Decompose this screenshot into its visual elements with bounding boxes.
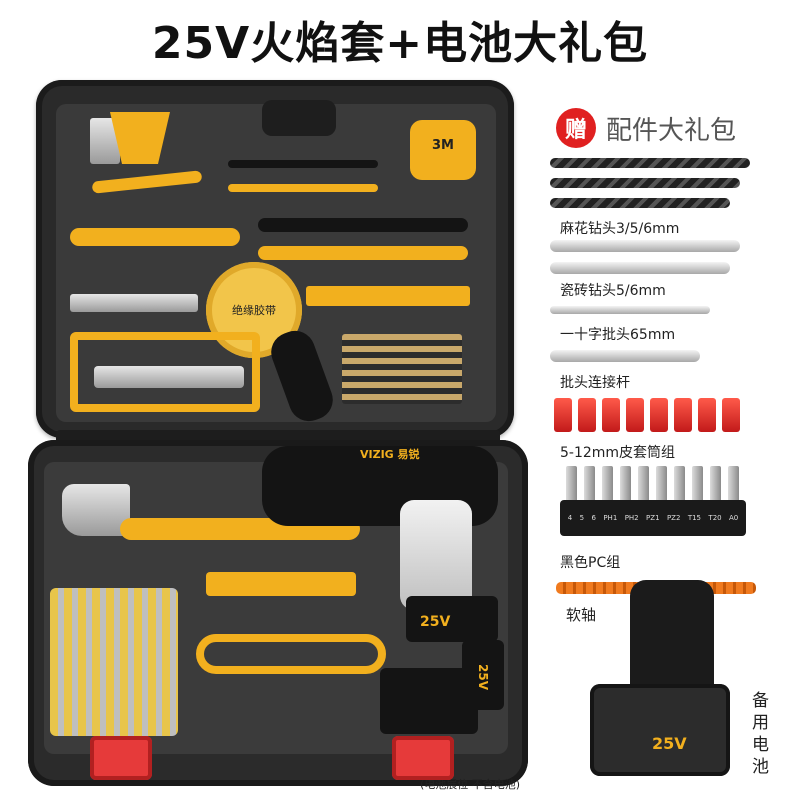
combination-pliers (196, 634, 386, 674)
handle-slot (262, 100, 336, 136)
bit-size-label: PZ2 (666, 514, 681, 522)
bit-size-label: 4 (567, 514, 573, 522)
screw-organizer (50, 588, 178, 736)
precision-screwdriver-2 (228, 184, 378, 192)
drill-battery-label-1: 25V (420, 614, 451, 630)
battery-display-slot (380, 668, 478, 734)
bit-icon (602, 466, 613, 502)
tile-drill-bit-icon (550, 262, 730, 274)
twist-drill-bit-icon (550, 178, 740, 188)
gift-title: 配件大礼包 (606, 115, 737, 146)
screwdriver-large-1 (258, 218, 468, 232)
drill-bit-row (342, 334, 462, 404)
accessory-label: 黑色PC组 (560, 555, 621, 571)
bit-size-label: 5 (579, 514, 585, 522)
gift-badge: 赠 (556, 108, 596, 148)
accessory-label: 软轴 (566, 606, 597, 624)
bit-size-label: PH2 (624, 514, 639, 522)
battery-display-note: (电池展位 不含电池) (420, 778, 521, 791)
accessory-label: 5-12mm皮套筒组 (560, 445, 676, 461)
spare-battery-base (590, 684, 730, 776)
hacksaw-frame (70, 332, 260, 412)
socket-icon (722, 398, 740, 432)
wire-stripper (70, 228, 240, 246)
precision-screwdriver-1 (228, 160, 378, 168)
banner-title: 25V火焰套+电池大礼包 (151, 18, 649, 69)
accessory-label: 一十字批头65mm (560, 327, 676, 343)
bit-holder: 4 5 6 PH1 PH2 PZ1 PZ2 T15 T20 A0 (560, 500, 746, 536)
bit-size-label: T20 (708, 514, 722, 522)
hex-key-holder (110, 112, 170, 164)
spare-battery-label: 25V (652, 734, 687, 753)
bit-icon (620, 466, 631, 502)
drill-battery-slot-1 (406, 596, 498, 642)
gift-header: 赠 配件大礼包 (556, 108, 736, 148)
drill-battery-slot-2 (462, 640, 504, 710)
tape-measure-label: 3M (420, 134, 466, 156)
accessory-label: 瓷砖钻头5/6mm (560, 283, 666, 299)
bit-icon (692, 466, 703, 502)
bit-size-label: PH1 (603, 514, 618, 522)
screwdriver-bit-icon (550, 306, 710, 314)
twist-drill-bit-icon (550, 198, 730, 208)
spare-battery-side-text: 备用电池 (752, 691, 769, 777)
drill-battery-label-2: 25V (476, 664, 490, 690)
bit-icon (638, 466, 649, 502)
socket-icon (602, 398, 620, 432)
spare-battery (590, 580, 740, 780)
bit-extension-icon (550, 350, 700, 362)
bit-size-label: T15 (687, 514, 702, 522)
claw-hammer-head (62, 484, 130, 536)
case-latch-right[interactable] (392, 736, 454, 780)
bit-icon (674, 466, 685, 502)
socket-icon (674, 398, 692, 432)
drill-brand: VIZIG 易锐 (360, 448, 420, 461)
bit-icon (584, 466, 595, 502)
socket-row (94, 366, 244, 388)
spirit-level (306, 286, 470, 306)
accessory-label: 麻花钻头3/5/6mm (560, 221, 680, 237)
spare-battery-top (630, 580, 714, 700)
cordless-drill-handle (400, 500, 472, 610)
box-cutter (206, 572, 356, 596)
tile-drill-bit-icon (550, 240, 740, 252)
bit-size-label: A0 (729, 514, 739, 522)
accessory-label: 批头连接杆 (560, 375, 630, 391)
twist-drill-bit-icon (550, 158, 750, 168)
case-latch-left[interactable] (90, 736, 152, 780)
bit-icon (566, 466, 577, 502)
insulating-tape-label: 绝缘胶带 (232, 304, 276, 317)
bit-icon (656, 466, 667, 502)
banner: 25V火焰套+电池大礼包 (0, 0, 800, 78)
screwdriver-large-2 (258, 246, 468, 260)
bit-size-label: 6 (591, 514, 596, 522)
socket-icon (626, 398, 644, 432)
socket-icon (698, 398, 716, 432)
socket-icon (578, 398, 596, 432)
utility-knife (70, 294, 198, 312)
bit-size-label: PZ1 (646, 514, 660, 522)
socket-icon (554, 398, 572, 432)
socket-icon (650, 398, 668, 432)
bit-icon (728, 466, 739, 502)
bit-icon (710, 466, 721, 502)
